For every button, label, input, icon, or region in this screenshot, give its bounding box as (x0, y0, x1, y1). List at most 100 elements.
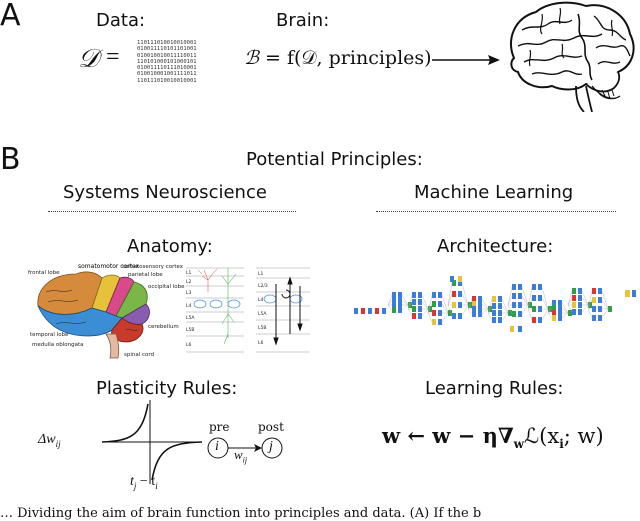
network-edge (487, 298, 493, 314)
node-i-label: i (215, 439, 219, 454)
network-layer-block (558, 300, 562, 306)
network-edge (461, 282, 469, 306)
network-layer-block (382, 308, 386, 314)
network-layer-block (458, 291, 462, 297)
network-layer-block (532, 306, 536, 312)
network-edge (527, 286, 533, 310)
network-layer-block (452, 302, 456, 308)
brain-symbol: ℬ (244, 48, 259, 69)
network-layer-block (598, 306, 602, 312)
network-layer-block (448, 310, 452, 316)
network-layer-block (450, 276, 454, 282)
network-layer-block (432, 301, 436, 307)
network-layer-block (392, 292, 396, 298)
network-edge (601, 290, 609, 310)
network-layer-block (592, 306, 596, 312)
network-layer-block (412, 299, 416, 305)
svg-text:frontal lobe: frontal lobe (28, 270, 60, 276)
network-layer-block (498, 317, 502, 323)
network-edge (481, 303, 489, 310)
brain-formula-rhs: = f(𝒟, principles) (264, 47, 432, 69)
network-edge (601, 299, 609, 310)
t-i-sub: i (155, 480, 158, 491)
network-edge (407, 301, 413, 310)
network-layer-block (438, 292, 442, 298)
network-edge (481, 298, 489, 310)
network-layer-block (498, 310, 502, 316)
network-edge (407, 294, 413, 310)
network-edge (507, 286, 513, 306)
network-layer-block (598, 288, 602, 294)
network-layer-block (538, 284, 542, 290)
weight-label: wij (234, 447, 247, 465)
svg-text:L5B: L5B (258, 325, 266, 331)
anatomy-label: Anatomy: (127, 236, 213, 257)
minus-t-text: − t (136, 474, 156, 489)
network-layer-block (558, 315, 562, 321)
right-divider (376, 211, 616, 212)
network-layer-block (392, 307, 396, 313)
time-difference-label: tj − ti (130, 474, 158, 491)
network-edge (567, 304, 573, 313)
network-layer-block (412, 306, 416, 312)
brain-label: Brain: (276, 10, 330, 31)
machine-learning-heading: Machine Learning (414, 182, 574, 203)
network-edge (427, 294, 433, 314)
network-layer-block (532, 295, 536, 301)
network-layer-block (528, 302, 532, 308)
stdp-curve-figure (101, 400, 203, 484)
network-edge (441, 294, 449, 314)
network-edge (387, 304, 393, 311)
network-layer-block (438, 301, 442, 307)
architecture-network-figure (354, 276, 636, 332)
network-edge (421, 301, 429, 310)
left-divider (48, 211, 296, 212)
network-layer-block (418, 299, 422, 305)
network-edge (521, 304, 529, 315)
network-layer-block (438, 319, 442, 325)
network-layer-block (572, 288, 576, 294)
network-layer-block (418, 292, 422, 298)
svg-text:parietal lobe: parietal lobe (128, 272, 163, 278)
post-label: post (258, 420, 284, 434)
network-layer-block (478, 296, 482, 302)
binary-row: 110111010010010001 (137, 77, 197, 84)
svg-text:L3: L3 (186, 290, 192, 296)
network-layer-block (538, 306, 542, 312)
svg-text:L2: L2 (186, 279, 192, 285)
network-layer-block (578, 302, 582, 308)
network-edge (487, 312, 493, 321)
network-edge (587, 290, 593, 310)
network-layer-block (478, 311, 482, 317)
learning-rule-main: w ← w − η∇ (382, 423, 514, 448)
network-edge (581, 304, 589, 313)
network-edge (527, 308, 533, 321)
network-layer-block (492, 317, 496, 323)
network-edge (507, 304, 513, 315)
network-layer-block (552, 310, 556, 316)
network-layer-block (558, 305, 562, 311)
data-equals: = (106, 44, 120, 70)
network-layer-block (532, 284, 536, 290)
network-layer-block (518, 311, 522, 317)
delta-w-label: Δwij (38, 432, 61, 449)
network-edge (501, 312, 509, 321)
binary-row: 110111010010010001 (137, 40, 197, 46)
learning-rule-end: ; w) (563, 424, 604, 448)
network-layer-block (512, 302, 516, 308)
network-layer-block (452, 280, 456, 286)
network-edge (501, 298, 509, 314)
network-layer-block (512, 311, 516, 317)
network-edge (467, 308, 473, 315)
network-layer-block (548, 306, 552, 312)
network-layer-block (472, 301, 476, 307)
network-edge (427, 312, 433, 323)
data-symbol: 𝒟 (78, 44, 99, 73)
network-edge (567, 297, 573, 306)
network-edge (481, 308, 489, 315)
network-edge (541, 286, 549, 310)
network-layer-block (598, 297, 602, 303)
synapse-diagram (207, 437, 283, 459)
delta-w-sub: ij (55, 438, 61, 449)
